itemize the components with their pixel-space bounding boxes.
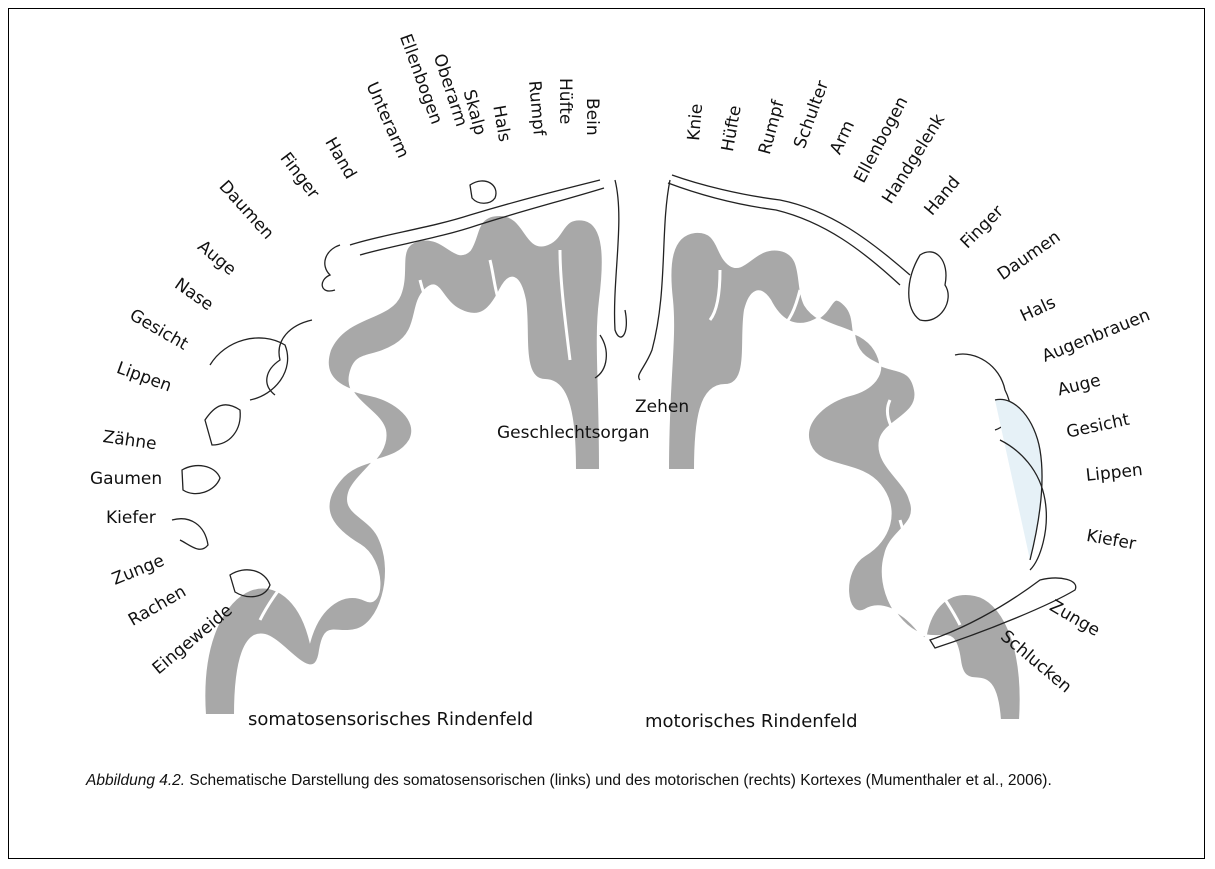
somatosensory-area-label: somatosensorisches Rindenfeld [248,709,533,730]
left-label-hals: Hals [489,104,512,143]
left-label-gaumen: Gaumen [90,471,162,488]
right-label-knie: Knie [686,103,706,141]
left-label-huefte: Hüfte [556,78,573,124]
left-label-rumpf: Rumpf [525,80,547,136]
motor-area-label: motorisches Rindenfeld [645,711,858,732]
somatosensory-cortex-band [204,215,602,715]
motor-cortex-band [668,232,1021,720]
figure-caption: Abbildung 4.2. Schematische Darstellung … [86,771,1066,791]
figure-number: Abbildung 4.2. [86,772,185,789]
center-label-zehen: Zehen [635,399,689,416]
center-label-geschlechtsorgan: Geschlechtsorgan [497,425,650,442]
caption-text: Schematische Darstellung des somatosenso… [185,772,1052,789]
left-label-kiefer: Kiefer [106,510,156,527]
left-label-bein: Bein [583,98,600,136]
